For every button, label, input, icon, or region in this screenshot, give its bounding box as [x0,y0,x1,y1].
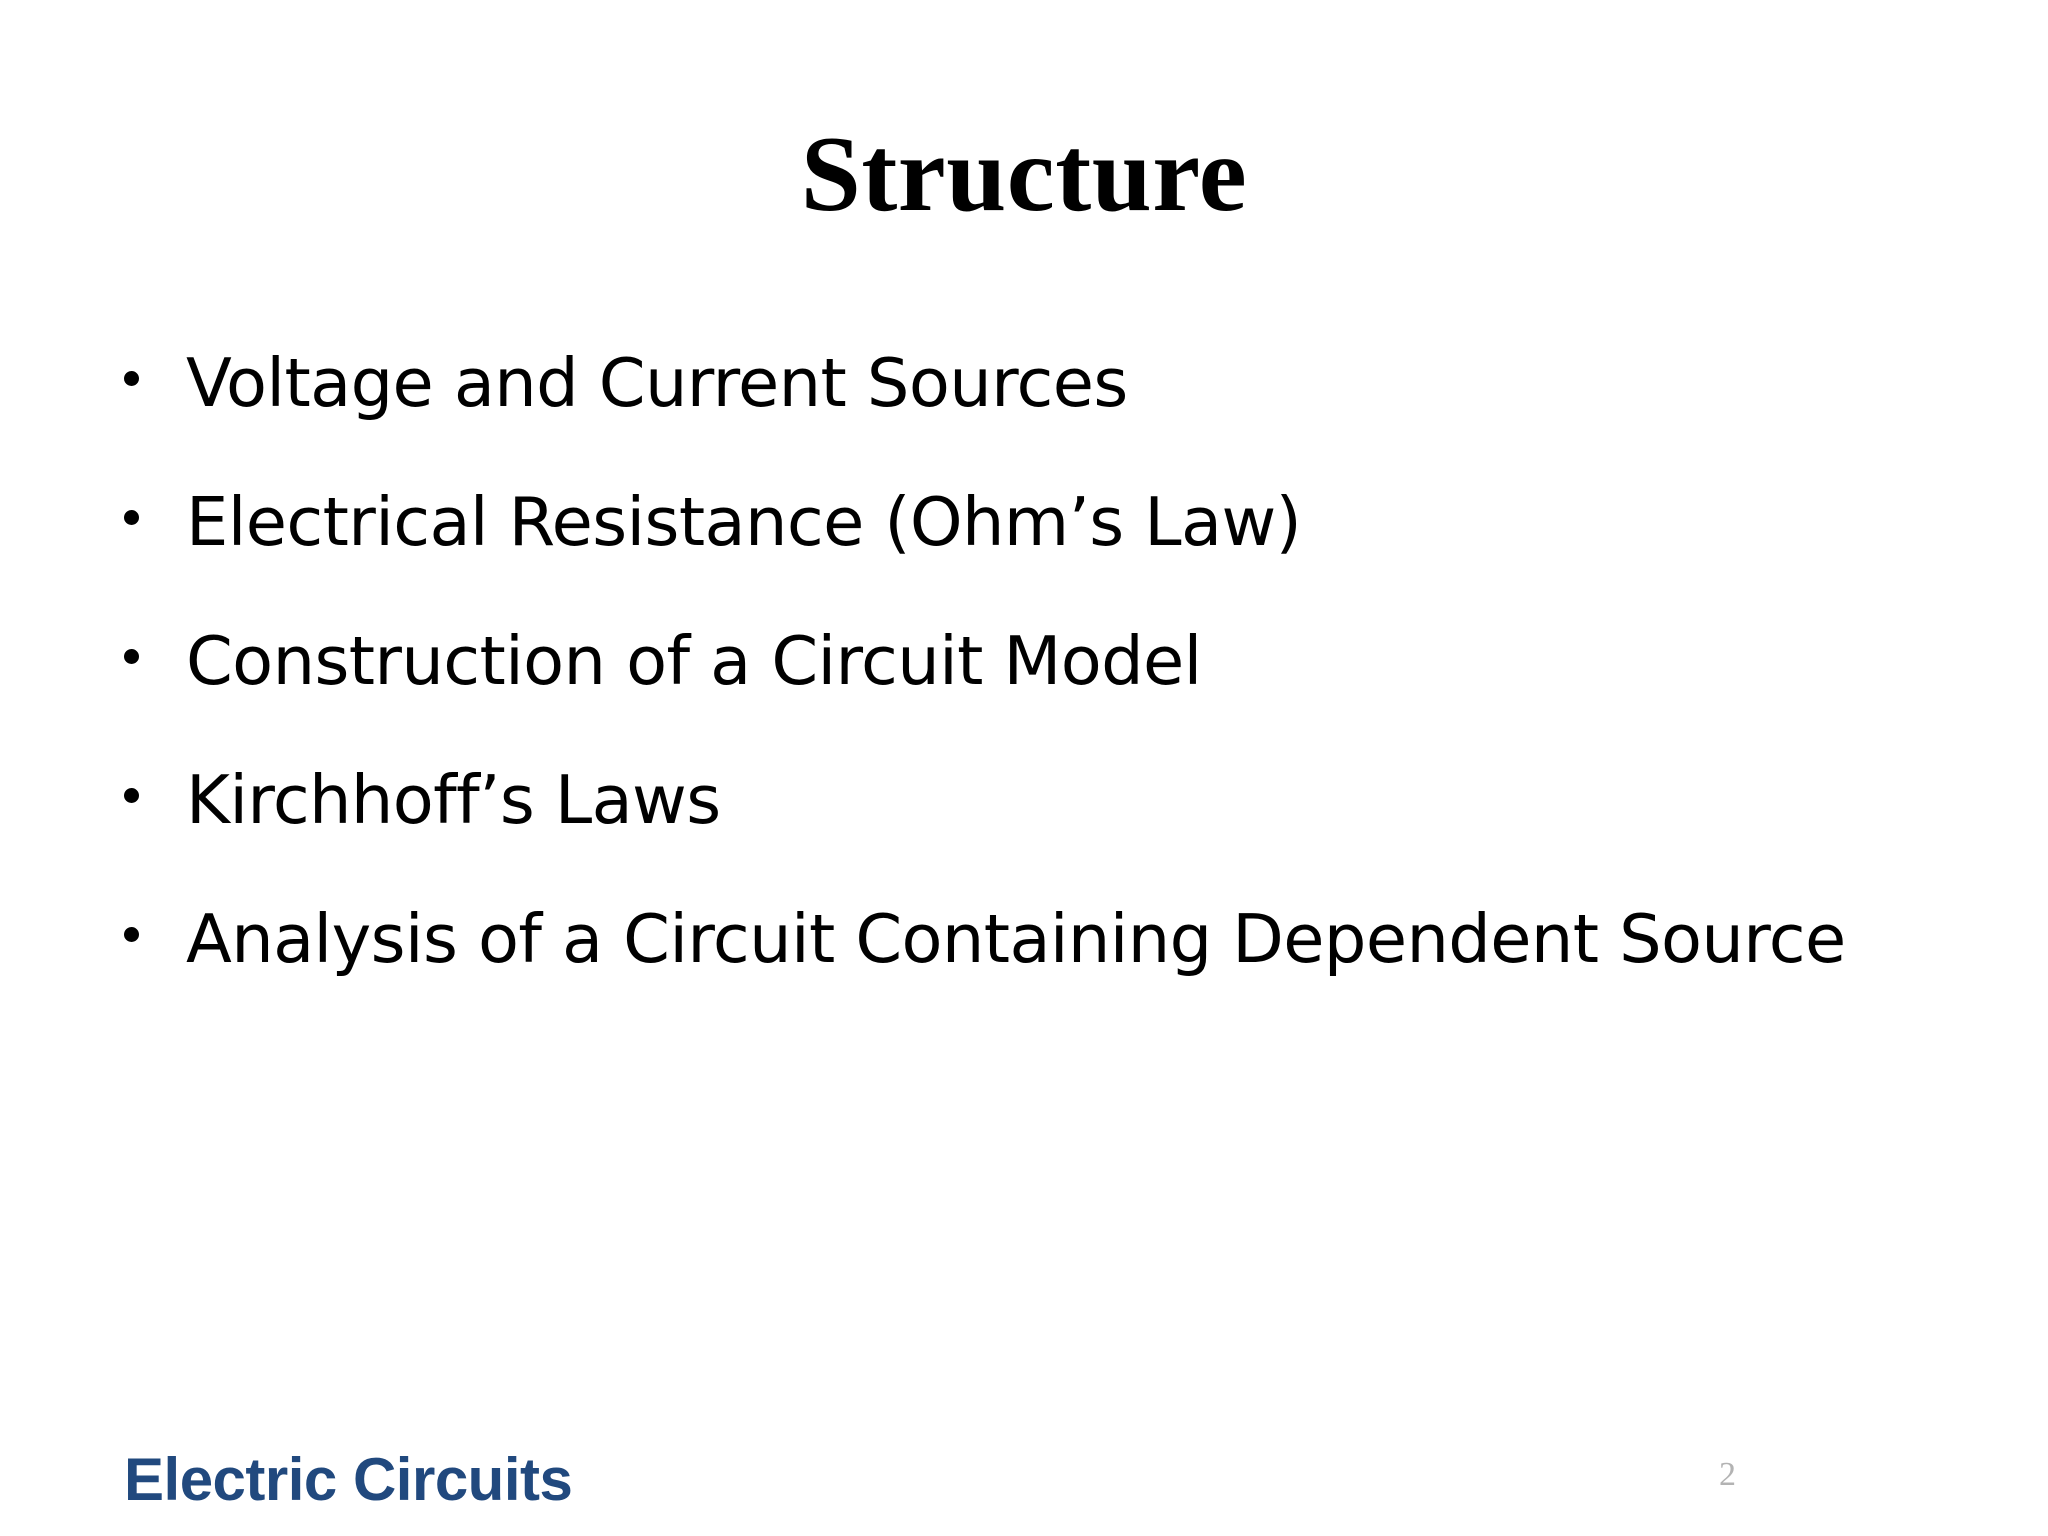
footer-brand-label: Electric Circuits [124,1446,573,1513]
page-title: Structure [800,115,1248,234]
bullet-dot-icon [124,509,139,525]
list-item-label: Analysis of a Circuit Containing Depende… [186,900,1846,979]
page-number: 2 [1719,1456,1736,1493]
list-item: Electrical Resistance (Ohm’s Law) [118,479,1918,566]
bullet-dot-icon [124,649,139,664]
bullet-list: Voltage and Current Sources Electrical R… [118,340,1918,983]
bullet-dot-icon [124,927,139,943]
list-item: Voltage and Current Sources [118,340,1918,427]
list-item-label: Construction of a Circuit Model [186,622,1202,701]
bullet-dot-icon [124,370,139,386]
bullet-dot-icon [124,788,139,804]
list-item: Analysis of a Circuit Containing Depende… [118,896,1918,983]
list-item: Construction of a Circuit Model [118,618,1918,705]
list-item: Kirchhoff’s Laws [118,757,1918,844]
list-item-label: Voltage and Current Sources [186,344,1128,422]
list-item-label: Kirchhoff’s Laws [186,761,721,840]
list-item-label: Electrical Resistance (Ohm’s Law) [186,483,1302,562]
